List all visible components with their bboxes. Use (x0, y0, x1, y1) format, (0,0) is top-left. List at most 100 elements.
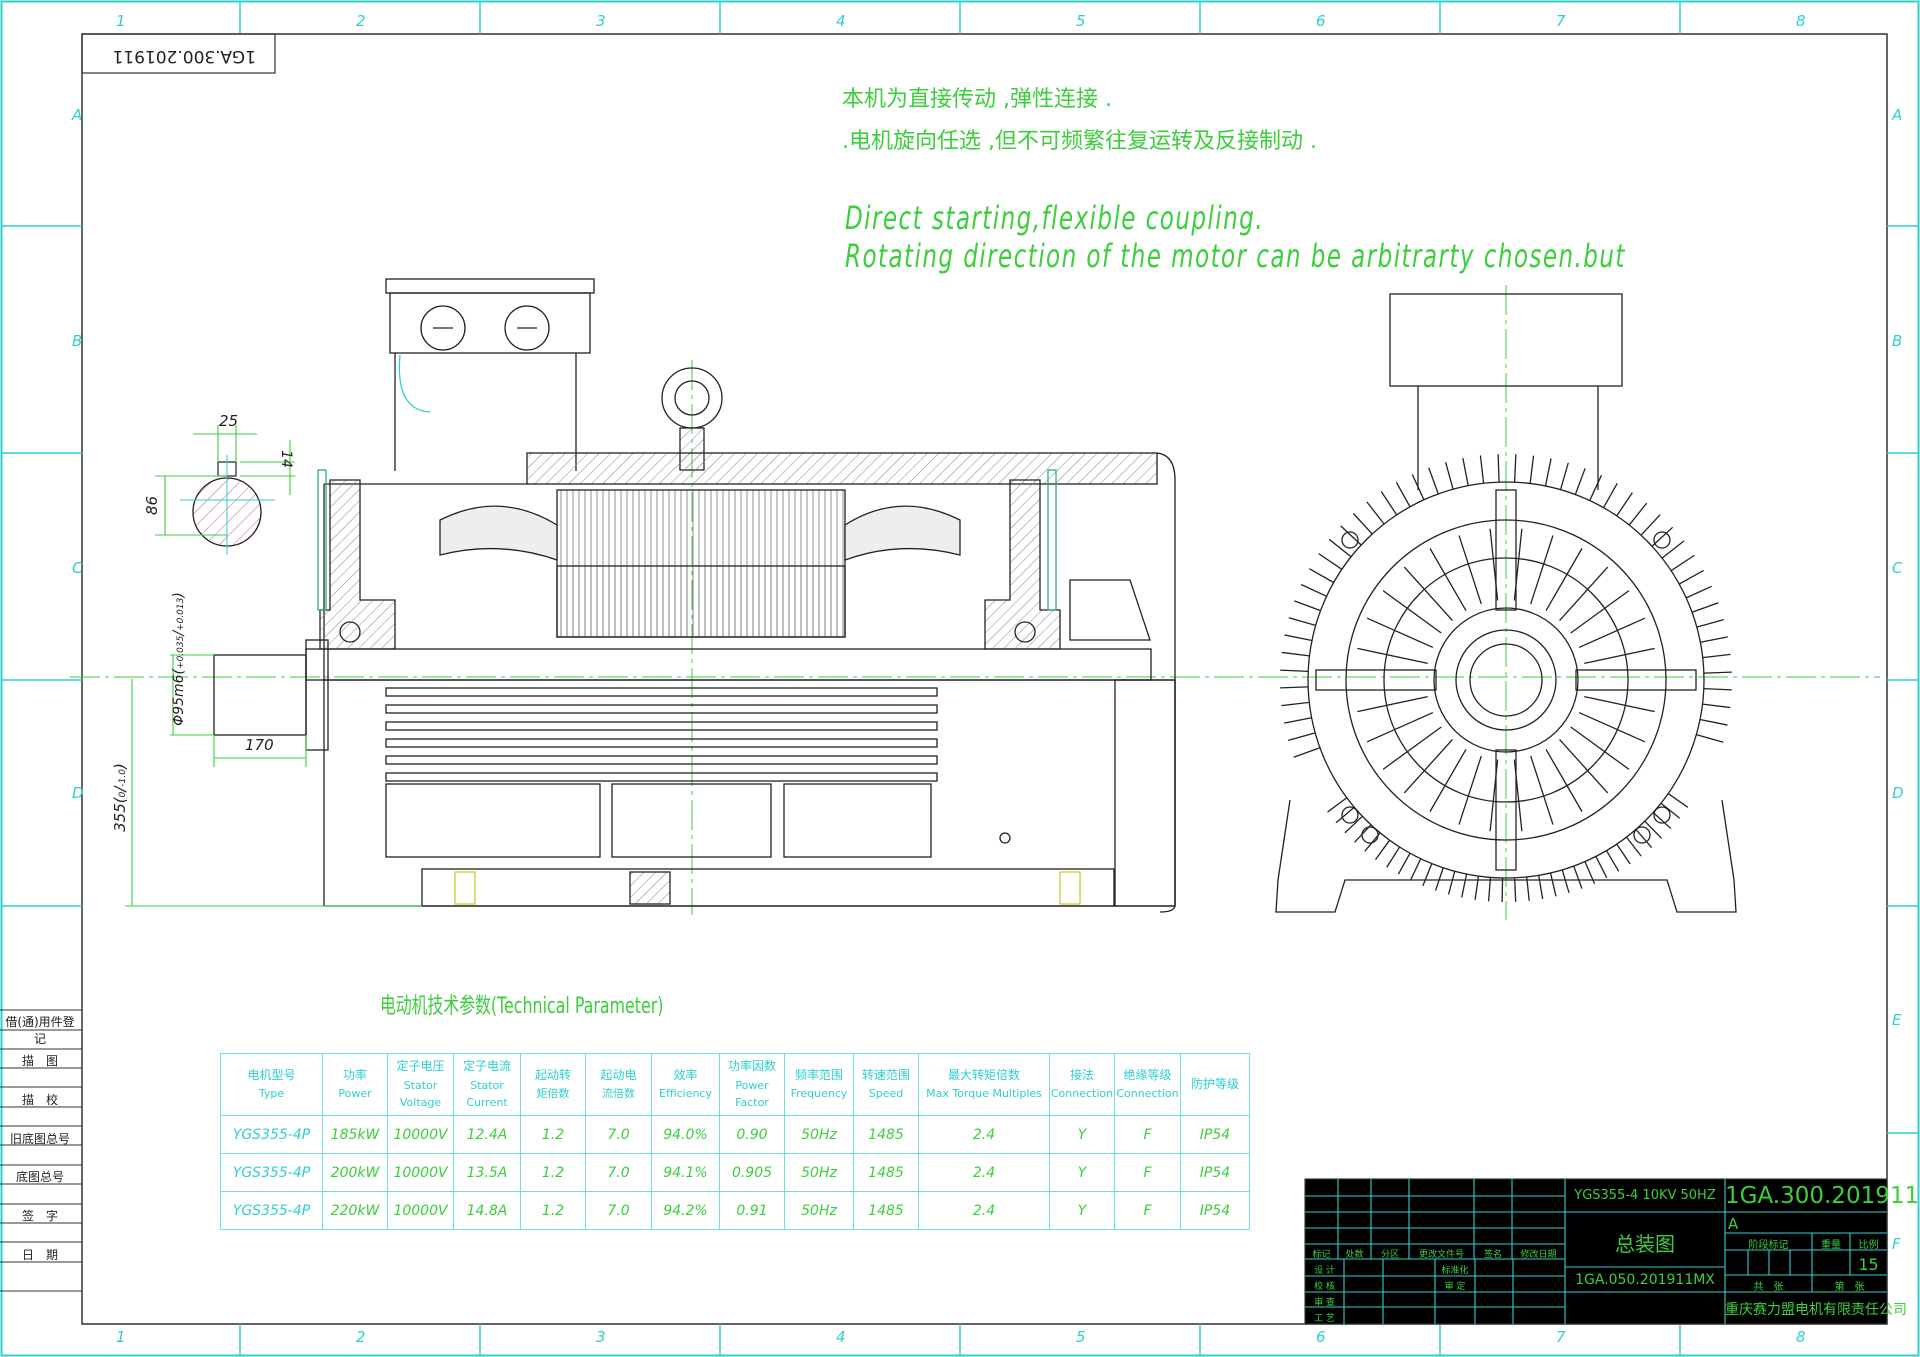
table-cell: 7.0 (585, 1191, 652, 1230)
dim-shaft-length: 170 (245, 736, 274, 754)
cover-slot (1429, 548, 1467, 612)
rev-header: 更改文件号 (1418, 1250, 1464, 1260)
grid-row-label: F (1892, 1235, 1901, 1253)
cooling-fin (1422, 863, 1433, 887)
cooling-fin (1561, 869, 1570, 894)
table-cell: 1485 (853, 1115, 919, 1154)
header-en: Power (338, 1087, 372, 1101)
cooling-fin (1293, 747, 1321, 758)
table-cell: 50Hz (784, 1115, 854, 1154)
grid-row-label: D (1892, 784, 1904, 802)
cooling-fin (1513, 454, 1517, 483)
grid-row-label: E (1892, 1011, 1902, 1029)
cover-slot (1458, 755, 1482, 825)
header-cn: 接法 (1069, 1068, 1094, 1083)
dim-shaft-diameter-value: Φ95m6 (170, 674, 187, 726)
dim-center-height: 355(0/-1.0) (110, 763, 129, 832)
grid-row-label: B (1892, 332, 1903, 350)
cooling-fin (1678, 569, 1704, 585)
cooling-fin (1479, 455, 1485, 484)
cooling-fin (1660, 802, 1681, 819)
cooling-fin (1487, 877, 1492, 902)
table-cell: IP54 (1180, 1191, 1250, 1230)
dim-shaft-section: 86 (143, 495, 162, 516)
dimension-lines (125, 425, 422, 907)
cover-slot (1559, 739, 1609, 794)
cable-gland (420, 305, 466, 351)
table-cell: 94.2% (651, 1191, 720, 1230)
cooling-fin (1685, 585, 1712, 599)
strip-label: 签 字 (21, 1209, 58, 1223)
grid-row-label: A (1892, 106, 1903, 124)
table-cell: 185kW (322, 1115, 388, 1154)
terminal-box (385, 278, 595, 294)
table-cell: 0.91 (719, 1191, 785, 1230)
tb-revision: A (1728, 1215, 1739, 1233)
grid-col-label: 8 (1796, 1328, 1806, 1346)
table-cell: 10000V (387, 1115, 454, 1154)
sign-label: 审 查 (1314, 1298, 1335, 1308)
cooling-fin (1447, 871, 1456, 895)
table-cell: 13.5A (453, 1153, 521, 1192)
header-cn: 功率 (342, 1068, 367, 1083)
tech-table-title: 电动机技术参数(Technical Parameter) (380, 994, 664, 1019)
rev-header: 修改日期 (1520, 1250, 1557, 1260)
cooling-fin (1434, 867, 1444, 891)
cooling-fin (1691, 602, 1719, 613)
header-en: Stator Voltage (399, 1078, 442, 1110)
cooling-fin (1626, 836, 1642, 857)
cover-slot (1530, 535, 1554, 605)
cooling-fin (1651, 526, 1674, 547)
cooling-fin (1703, 687, 1732, 691)
table-cell: YGS355-4P (220, 1115, 323, 1154)
grid-col-label: 4 (836, 12, 846, 30)
cover-slot (1403, 739, 1453, 794)
cooling-fin (1702, 653, 1731, 659)
shaft-extension (213, 654, 307, 736)
cooling-fin (1294, 600, 1321, 612)
tb-sheet-no: 第 张 (1834, 1282, 1865, 1293)
rotor-shaft (305, 648, 1152, 681)
table-cell: 2.4 (918, 1115, 1050, 1154)
grid-row-label: A (72, 106, 83, 124)
tb-company: 重庆赛力盟电机有限责任公司 (1725, 1302, 1907, 1318)
approve-label: 审 定 (1444, 1282, 1466, 1292)
table-header-cell: 起动电流倍数 (585, 1053, 652, 1116)
terminal-box-end (1389, 293, 1623, 387)
cooling-fin (1397, 852, 1411, 875)
header-cn: 最大转矩倍数 (947, 1068, 1020, 1083)
table-cell: 12.4A (453, 1115, 521, 1154)
grid-col-label: 5 (1076, 1328, 1086, 1346)
table-cell: 7.0 (585, 1153, 652, 1192)
table-cell: 1485 (853, 1191, 919, 1230)
table-cell: 10000V (387, 1153, 454, 1192)
table-cell: 2.4 (918, 1153, 1050, 1192)
cooling-fin (1696, 733, 1724, 743)
side-view (213, 278, 1176, 913)
cooling-fin (1640, 514, 1661, 536)
cooling-fin (1559, 462, 1569, 490)
note-en-1: Direct starting,flexible coupling. (845, 199, 1264, 237)
cover-slot (1578, 617, 1646, 649)
grid-col-label: 4 (836, 1328, 846, 1346)
table-cell: 10000V (387, 1191, 454, 1230)
note-en-2: Rotating direction of the motor can be a… (845, 237, 1626, 275)
table-cell: Y (1049, 1115, 1115, 1154)
table-cell: 0.905 (719, 1153, 785, 1192)
shaft-end (1455, 629, 1557, 731)
cooling-fin (1281, 651, 1310, 657)
grid-col-label: 2 (356, 12, 366, 30)
cooling-fin (1428, 467, 1439, 495)
grid-col-label: 7 (1556, 12, 1566, 30)
cooling-fin (1288, 617, 1316, 627)
